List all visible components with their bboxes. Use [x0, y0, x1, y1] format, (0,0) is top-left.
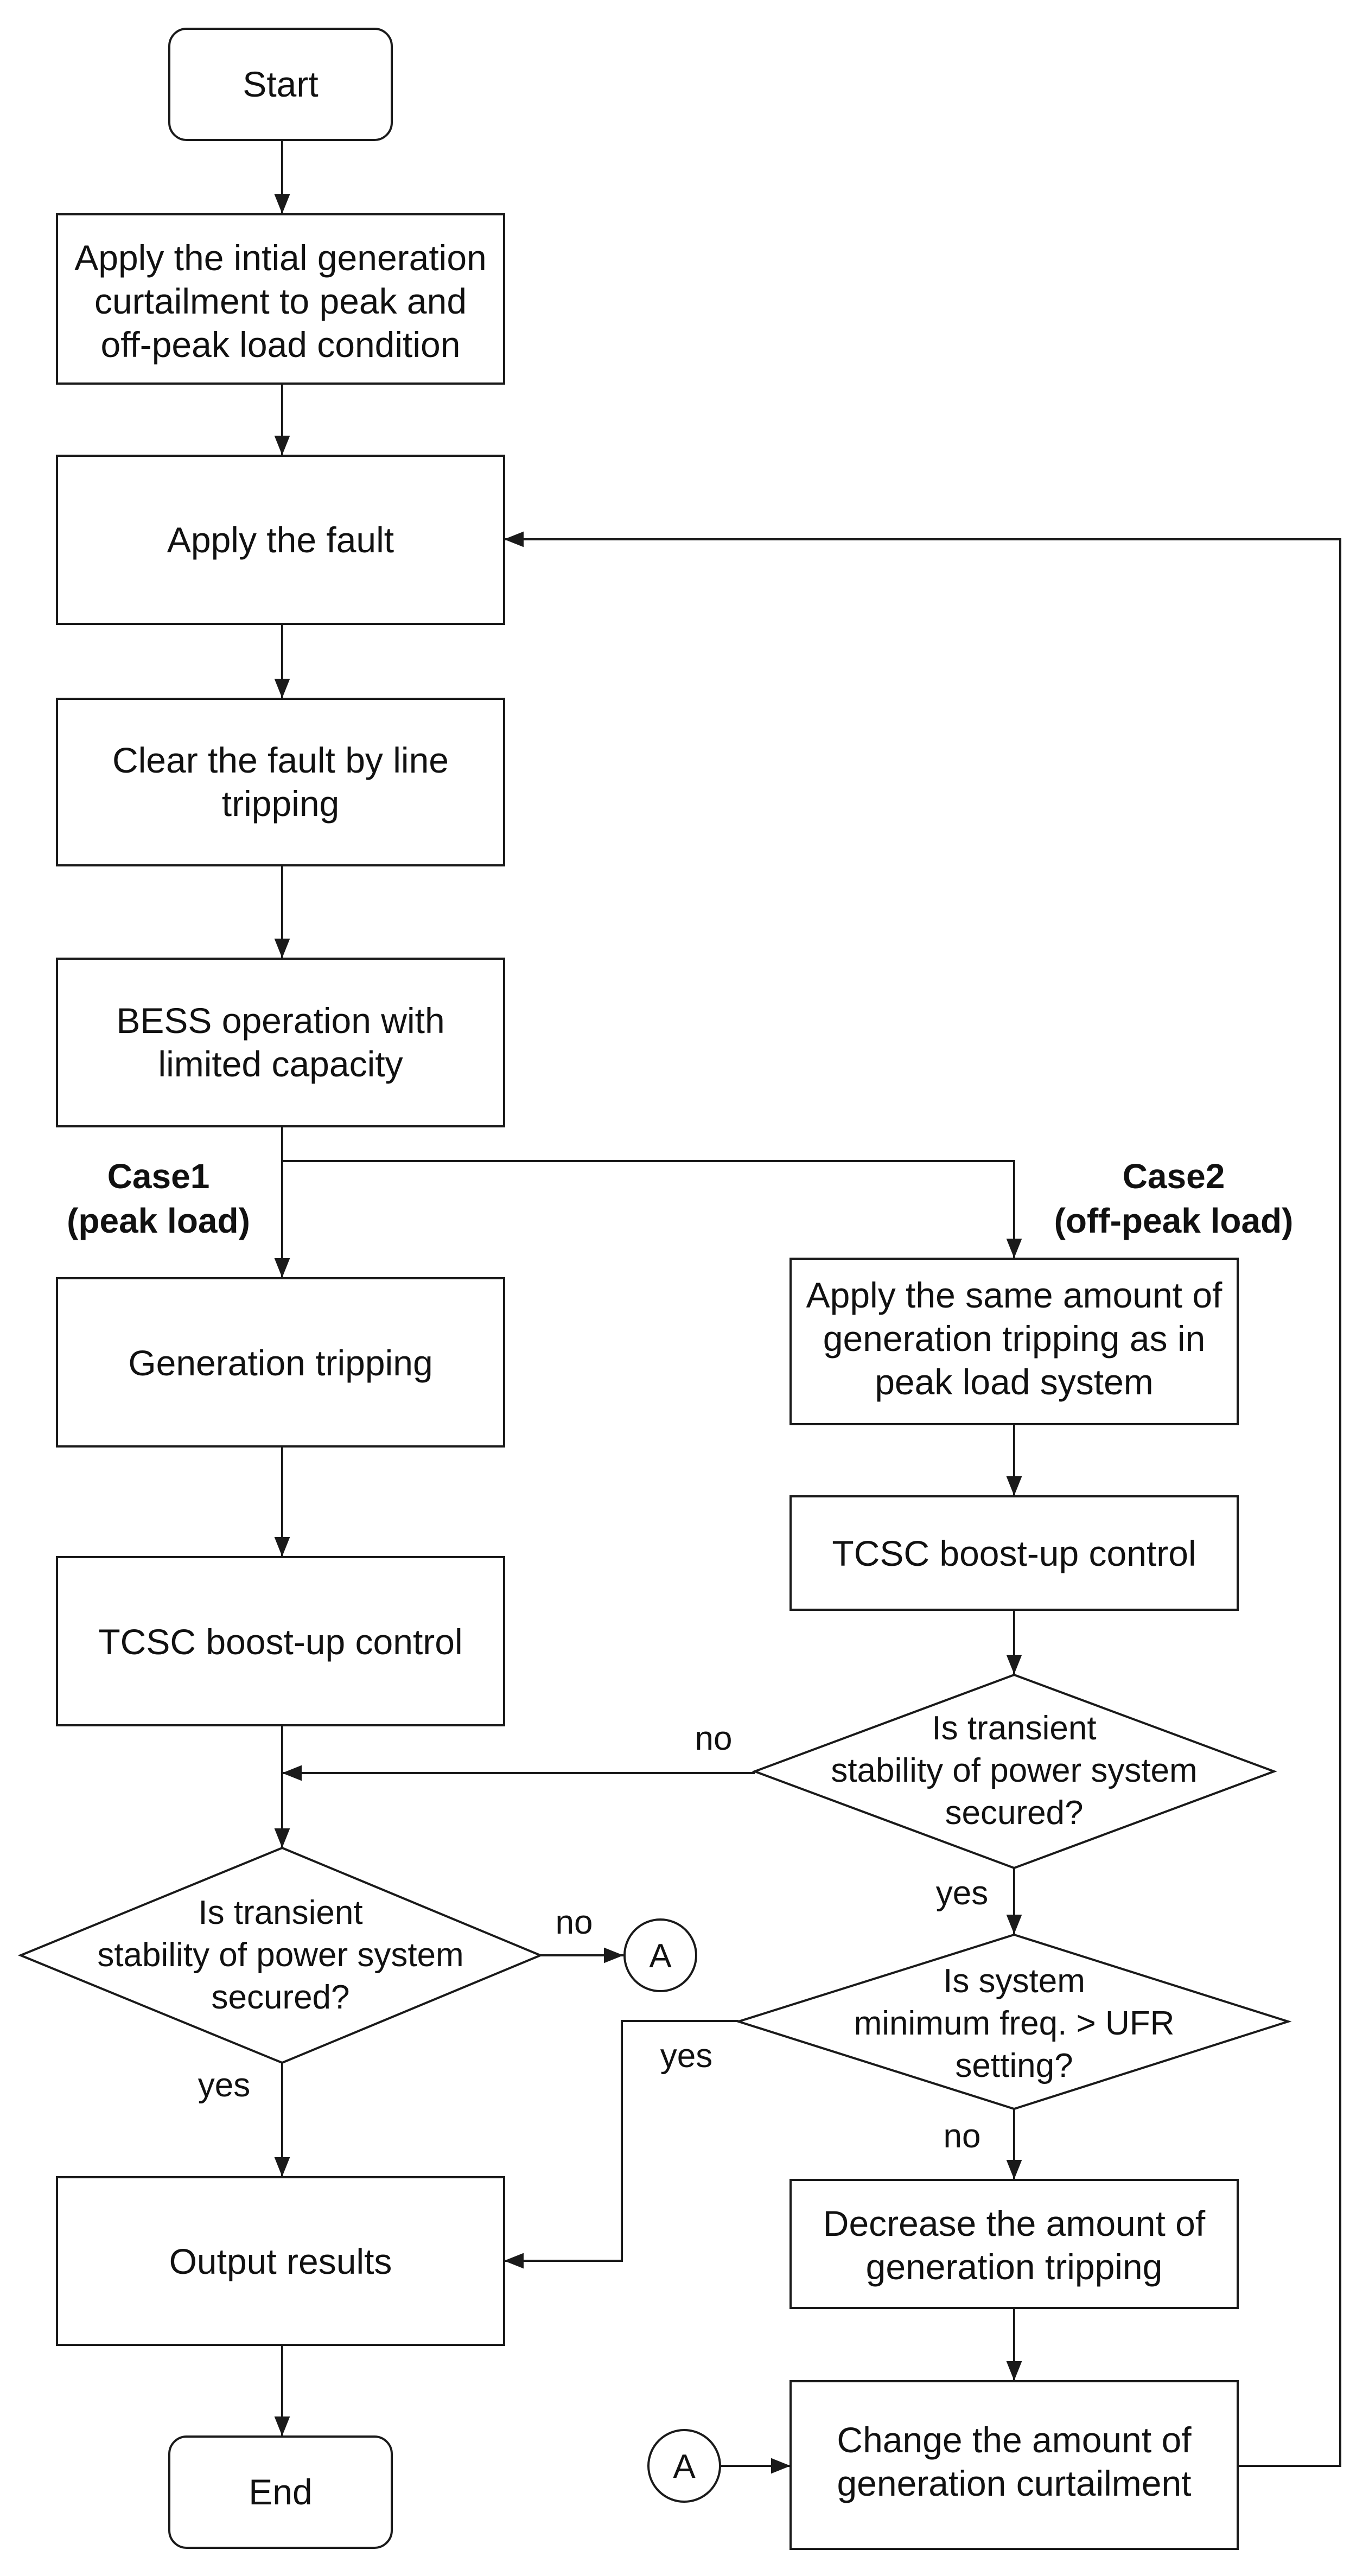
- dec3-line-1: Is system: [943, 1962, 1085, 2000]
- case1-label: Case1 (peak load): [67, 1157, 250, 1240]
- connector-a-out-label: A: [649, 1937, 672, 1975]
- apply-fault-label: Apply the fault: [167, 520, 394, 560]
- case2-label: Case2 (off-peak load): [1054, 1157, 1294, 1240]
- dec2-line-1: Is transient: [932, 1710, 1096, 1747]
- end-label: End: [249, 2472, 312, 2512]
- start-label: Start: [243, 64, 318, 104]
- decrease-line-2: generation tripping: [866, 2247, 1163, 2287]
- dec3-yes-label: yes: [660, 2037, 712, 2075]
- dec1-line-1: Is transient: [198, 1894, 362, 1931]
- clear-fault-line-2: tripping: [222, 783, 339, 824]
- curtailment-line-1: Apply the intial generation: [74, 238, 487, 278]
- generation-tripping-process: Generation tripping: [56, 1277, 505, 1448]
- end-node: End: [168, 2435, 393, 2549]
- tcsc-case2-label: TCSC boost-up control: [832, 1533, 1196, 1573]
- frequency-decision: Is system minimum freq. > UFR setting?: [735, 1933, 1292, 2110]
- dec1-line-3: secured?: [211, 1979, 349, 2016]
- case1-title: Case1: [107, 1157, 210, 1196]
- change-line-2: generation curtailment: [837, 2463, 1191, 2503]
- same-tripping-line-1: Apply the same amount of: [806, 1275, 1222, 1315]
- case1-subtitle: (peak load): [67, 1201, 250, 1240]
- edges: [274, 140, 1341, 2474]
- dec3-no-label: no: [944, 2118, 981, 2155]
- change-curtailment-process: Change the amount of generation curtailm…: [789, 2380, 1239, 2550]
- dec2-yes-label: yes: [936, 1874, 988, 1912]
- dec3-line-2: minimum freq. > UFR: [854, 2005, 1175, 2042]
- same-tripping-line-2: generation tripping as in: [823, 1318, 1205, 1359]
- edge-change-fault: [504, 531, 1341, 2467]
- start-node: Start: [168, 28, 393, 141]
- case2-subtitle: (off-peak load): [1054, 1201, 1294, 1240]
- edge-bess-sametrip: [282, 1160, 1022, 1258]
- same-tripping-line-3: peak load system: [875, 1362, 1154, 1402]
- bess-line-1: BESS operation with: [116, 1000, 444, 1041]
- dec1-line-2: stability of power system: [97, 1936, 463, 1974]
- bess-line-2: limited capacity: [158, 1044, 403, 1084]
- curtailment-line-2: curtailment to peak and: [94, 281, 467, 321]
- tcsc-control-case2: TCSC boost-up control: [789, 1495, 1239, 1611]
- output-results-label: Output results: [169, 2241, 392, 2281]
- apply-fault-process: Apply the fault: [56, 455, 505, 625]
- tcsc-case1-label: TCSC boost-up control: [98, 1622, 462, 1662]
- same-tripping-process: Apply the same amount of generation trip…: [789, 1258, 1239, 1425]
- curtailment-process: Apply the intial generation curtailment …: [56, 213, 505, 385]
- decrease-line-1: Decrease the amount of: [823, 2203, 1206, 2243]
- edge-dec3-yes: [504, 2020, 738, 2269]
- dec3-line-3: setting?: [955, 2047, 1073, 2084]
- case2-title: Case2: [1123, 1157, 1225, 1196]
- bess-process: BESS operation with limited capacity: [56, 958, 505, 1127]
- dec2-line-3: secured?: [945, 1794, 1083, 1832]
- curtailment-line-3: off-peak load condition: [101, 324, 461, 365]
- decrease-tripping-process: Decrease the amount of generation trippi…: [789, 2179, 1239, 2309]
- dec2-line-2: stability of power system: [831, 1752, 1197, 1789]
- connector-a-out: A: [623, 1918, 697, 1992]
- dec1-yes-label: yes: [198, 2067, 250, 2104]
- output-results-process: Output results: [56, 2176, 505, 2346]
- dec1-no-label: no: [556, 1904, 593, 1941]
- connector-a-in: A: [647, 2429, 721, 2503]
- tcsc-control-case1: TCSC boost-up control: [56, 1556, 505, 1726]
- dec2-no-label: no: [695, 1720, 733, 1757]
- clear-fault-process: Clear the fault by line tripping: [56, 698, 505, 866]
- stability-decision-case2: Is transient stability of power system s…: [752, 1673, 1277, 1870]
- connector-a-in-label: A: [673, 2448, 696, 2485]
- stability-decision-case1: Is transient stability of power system s…: [17, 1846, 544, 2064]
- change-line-1: Change the amount of: [837, 2420, 1192, 2460]
- generation-tripping-label: Generation tripping: [128, 1343, 432, 1383]
- clear-fault-line-1: Clear the fault by line: [112, 740, 449, 780]
